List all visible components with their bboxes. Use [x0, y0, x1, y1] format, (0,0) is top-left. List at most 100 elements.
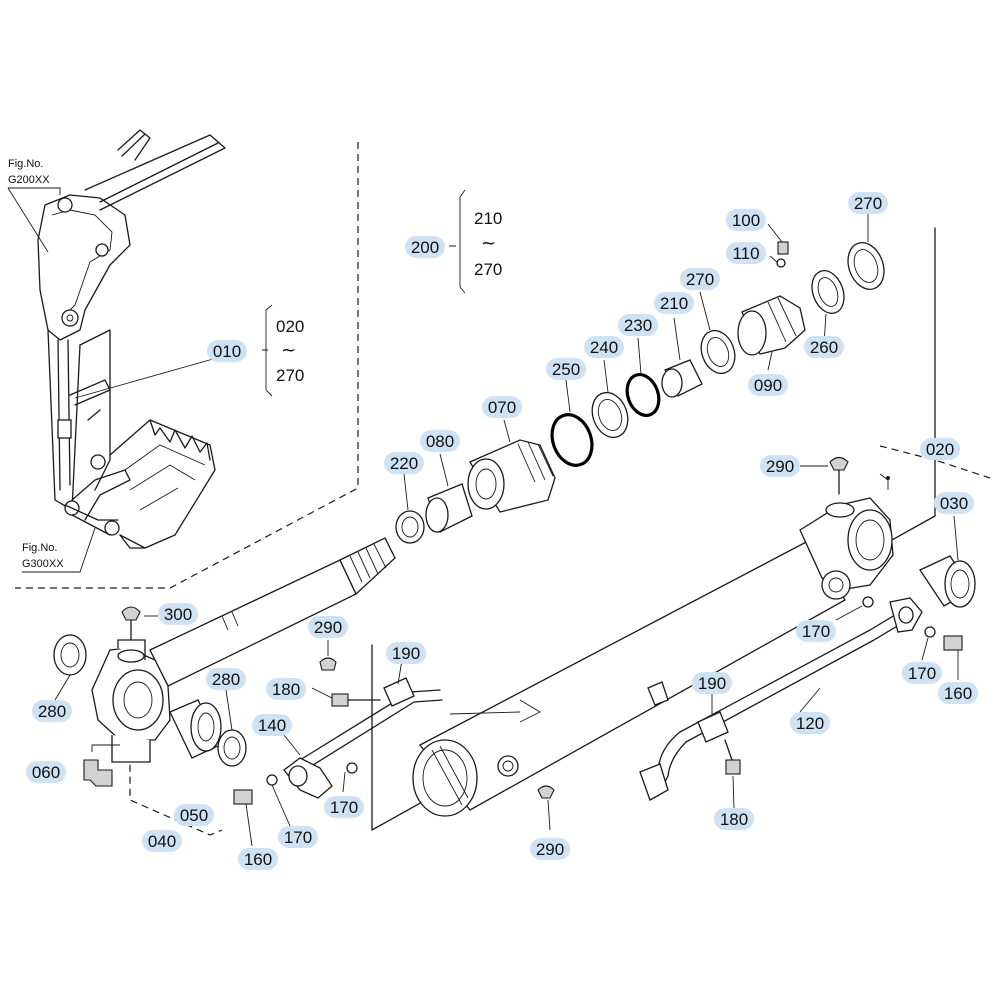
callout-290-bottom[interactable]: 290: [530, 838, 570, 860]
callout-170-b[interactable]: 170: [324, 796, 364, 818]
callout-280-right[interactable]: 280: [206, 668, 246, 690]
callout-260[interactable]: 260: [804, 336, 844, 358]
o-ring-250: [550, 379, 594, 467]
callout-270-right[interactable]: 270: [848, 192, 888, 214]
callout-090[interactable]: 090: [748, 374, 788, 396]
svg-text:210: 210: [660, 294, 688, 313]
callout-200[interactable]: 200: [405, 236, 445, 258]
callout-010[interactable]: 010: [207, 340, 247, 362]
callout-140[interactable]: 140: [252, 714, 292, 736]
figure-ref-bottom: Fig.No. G300XX: [22, 527, 96, 573]
callout-040[interactable]: 040: [142, 830, 182, 852]
inset-boundary: [15, 142, 359, 589]
callout-190-left[interactable]: 190: [386, 642, 426, 664]
callout-080[interactable]: 080: [420, 430, 460, 452]
grease-fitting-300: [121, 606, 158, 641]
callout-220[interactable]: 220: [384, 452, 424, 474]
callout-240[interactable]: 240: [584, 336, 624, 358]
callout-170-d[interactable]: 170: [902, 662, 942, 684]
callout-100[interactable]: 100: [726, 209, 766, 231]
o-rings-170: [266, 596, 936, 827]
ring-270-mid: [699, 291, 736, 375]
svg-text:180: 180: [272, 680, 300, 699]
ring-210: [661, 317, 703, 398]
svg-text:030: 030: [940, 494, 968, 513]
clamp-190-right: [697, 688, 729, 743]
boom-arm-bucket-inset: [37, 129, 226, 549]
wiper-220: [395, 473, 425, 544]
range-bracket-200: 210 ~ 270: [449, 189, 502, 294]
ring-260: [811, 270, 845, 345]
rod-eye: [91, 639, 171, 763]
svg-text:160: 160: [944, 684, 972, 703]
svg-text:140: 140: [258, 716, 286, 735]
svg-text:040: 040: [148, 832, 176, 851]
svg-text:260: 260: [810, 338, 838, 357]
svg-text:~: ~: [481, 233, 496, 254]
svg-text:200: 200: [411, 238, 439, 257]
callout-050[interactable]: 050: [174, 804, 214, 826]
svg-text:170: 170: [802, 622, 830, 641]
grease-fitting-290-bottom: [537, 785, 555, 831]
callout-120[interactable]: 120: [790, 712, 830, 734]
bushing-030: [919, 515, 976, 608]
callout-180-right[interactable]: 180: [714, 808, 754, 830]
callout-160-right[interactable]: 160: [938, 682, 978, 704]
svg-text:G200XX: G200XX: [8, 174, 50, 186]
fitting-160-left: [233, 789, 253, 847]
bushing-080: [425, 453, 473, 533]
svg-text:220: 220: [390, 454, 418, 473]
grease-fitting-290-mid: [319, 640, 337, 671]
callout-210[interactable]: 210: [654, 292, 694, 314]
svg-text:190: 190: [392, 644, 420, 663]
clamp-190-left: [383, 659, 541, 723]
callout-020[interactable]: 020: [920, 438, 960, 460]
callout-270-mid[interactable]: 270: [680, 268, 720, 290]
svg-text:290: 290: [314, 618, 342, 637]
svg-text:270: 270: [686, 270, 714, 289]
callout-190-right[interactable]: 190: [692, 672, 732, 694]
callout-290-mid[interactable]: 290: [308, 616, 348, 638]
callout-170-c[interactable]: 170: [796, 620, 836, 642]
ball-110: [769, 255, 786, 268]
rod-cover-070: [467, 419, 556, 513]
svg-text:020: 020: [276, 317, 304, 336]
svg-text:180: 180: [720, 810, 748, 829]
callout-070[interactable]: 070: [482, 396, 522, 418]
svg-text:120: 120: [796, 714, 824, 733]
callout-280-left[interactable]: 280: [32, 700, 72, 722]
svg-text:270: 270: [474, 260, 502, 279]
callout-300[interactable]: 300: [158, 603, 198, 625]
pipe-120: [639, 597, 923, 801]
backup-ring-240: [591, 359, 629, 439]
svg-text:Fig.No.: Fig.No.: [22, 542, 57, 554]
figure-ref-top: Fig.No. G200XX: [7, 158, 61, 253]
callout-230[interactable]: 230: [618, 314, 658, 336]
set-screw-100: [767, 223, 789, 255]
callout-290-top[interactable]: 290: [760, 455, 800, 477]
svg-text:250: 250: [552, 360, 580, 379]
o-ring-230: [625, 337, 661, 417]
callout-060[interactable]: 060: [26, 761, 66, 783]
svg-text:280: 280: [212, 670, 240, 689]
callout-170-a[interactable]: 170: [278, 826, 318, 848]
callout-110[interactable]: 110: [726, 242, 766, 264]
callout-160-left[interactable]: 160: [238, 848, 278, 870]
svg-text:Fig.No.: Fig.No.: [8, 158, 43, 170]
bushing-280-left: [53, 634, 87, 701]
fitting-060: [83, 744, 120, 787]
callout-250[interactable]: 250: [546, 358, 586, 380]
callout-030[interactable]: 030: [934, 492, 974, 514]
svg-text:170: 170: [330, 798, 358, 817]
svg-text:020: 020: [926, 440, 954, 459]
svg-text:160: 160: [244, 850, 272, 869]
svg-text:290: 290: [766, 457, 794, 476]
svg-text:090: 090: [754, 376, 782, 395]
svg-text:190: 190: [698, 674, 726, 693]
svg-text:060: 060: [32, 763, 60, 782]
svg-text:240: 240: [590, 338, 618, 357]
callout-180-left[interactable]: 180: [266, 678, 306, 700]
svg-text:080: 080: [426, 432, 454, 451]
bolt-180-right: [724, 739, 741, 809]
